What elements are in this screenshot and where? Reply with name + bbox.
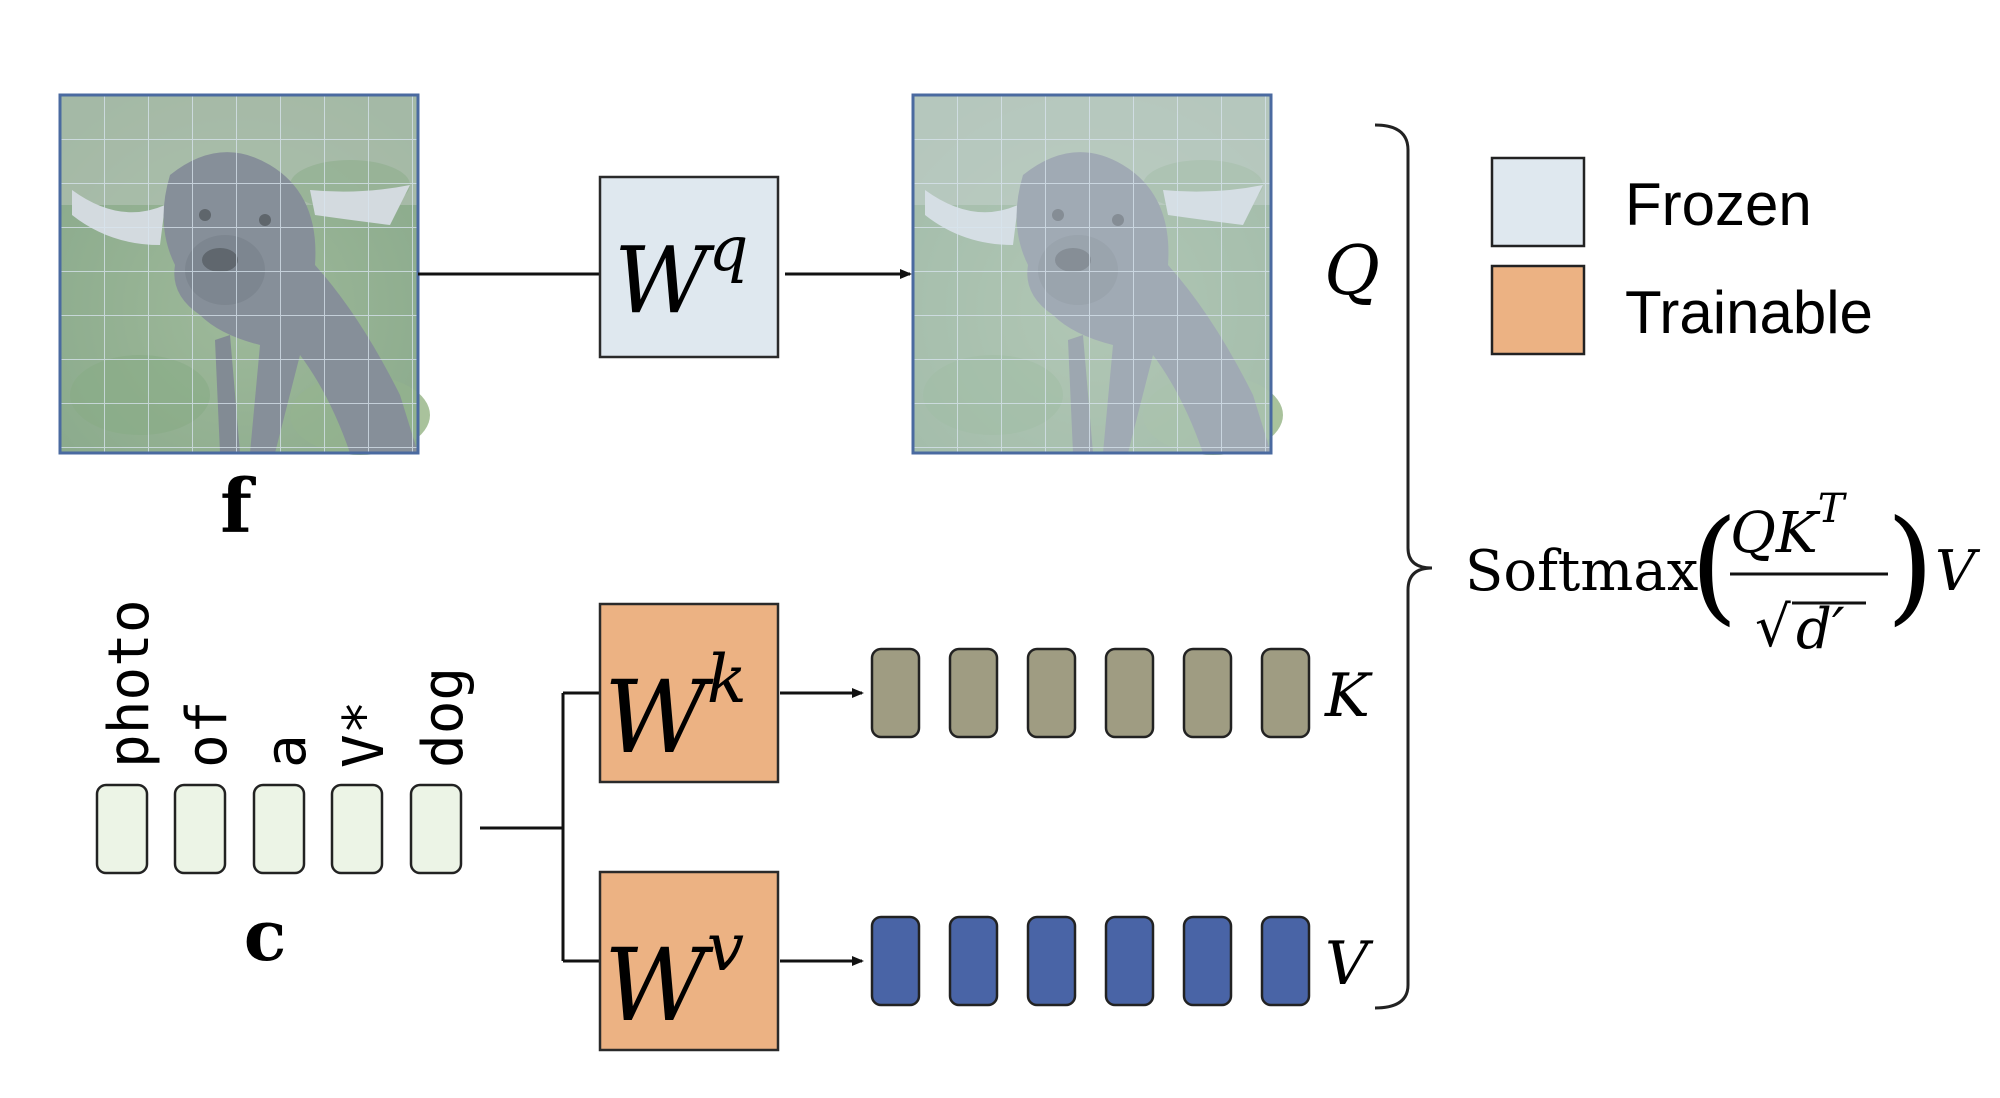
legend-frozen-label: Frozen [1625,171,1812,238]
value-weight-base: W [604,927,714,1044]
svg-text:Wq: Wq [614,212,748,334]
feature-map-input [58,93,430,455]
key-token [1260,647,1311,739]
formula-numerator-sup: T [1818,486,1848,532]
token-word-4: dog [411,667,476,768]
key-token [1104,647,1155,739]
formula-numerator: QK [1730,501,1821,566]
token-word-2: a [254,734,319,768]
formula-paren-left: ( [1690,494,1738,638]
feature-label: f [220,464,256,550]
value-weight-box-bg [598,870,780,1052]
query-weight-base: W [614,227,715,334]
key-token-row [870,647,1311,739]
key-token [1182,647,1233,739]
value-token [1260,915,1311,1007]
value-weight-sup: v [707,909,744,986]
token-word-0: photo [97,599,162,768]
token-word-1: of [175,701,240,768]
query-weight-sup: q [709,212,749,285]
legend-frozen-swatch [1490,156,1586,248]
legend-trainable-swatch [1490,264,1586,356]
value-token [1182,915,1233,1007]
connector-c-branch [480,691,600,963]
value-token [948,915,999,1007]
value-label: V [1325,929,1374,999]
formula-fn: Softmax [1465,539,1698,604]
text-label: c [244,894,287,977]
token-words: photo of a V* dog [97,599,476,768]
text-token [95,783,149,875]
attention-formula: Softmax ( QKT √ d′ ) V [1465,486,1981,662]
value-token [870,915,921,1007]
formula-denominator: d′ [1796,597,1845,662]
legend-trainable-label: Trainable [1625,279,1873,346]
text-token [252,783,306,875]
value-token-row [870,915,1311,1007]
text-token-row [95,783,463,875]
key-weight-sup: k [707,641,747,718]
key-label: K [1324,661,1373,731]
text-token [330,783,384,875]
query-weight-box-bg [598,175,780,359]
formula-suffix: V [1935,539,1981,604]
text-token [409,783,463,875]
value-token [1104,915,1155,1007]
query-weight-box: Wq [598,175,780,359]
token-word-3: V* [332,701,397,768]
value-token [1026,915,1077,1007]
formula-sqrt-sign: √ [1755,595,1791,660]
key-token [1026,647,1077,739]
key-token [870,647,921,739]
key-token [948,647,999,739]
formula-paren-right: ) [1886,494,1934,638]
query-label: Q [1324,232,1380,311]
key-weight-base: W [604,659,714,776]
svg-text:Wv: Wv [604,909,744,1044]
svg-text:QKT: QKT [1730,486,1848,566]
text-token [173,783,227,875]
svg-text:Wk: Wk [604,641,747,776]
attention-bracket [1374,123,1433,1010]
key-weight-box: Wk [598,602,780,784]
query-feature-map [911,93,1283,455]
value-weight-box: Wv [598,870,780,1052]
key-weight-box-bg [598,602,780,784]
legend: Frozen Trainable [1490,156,1873,356]
